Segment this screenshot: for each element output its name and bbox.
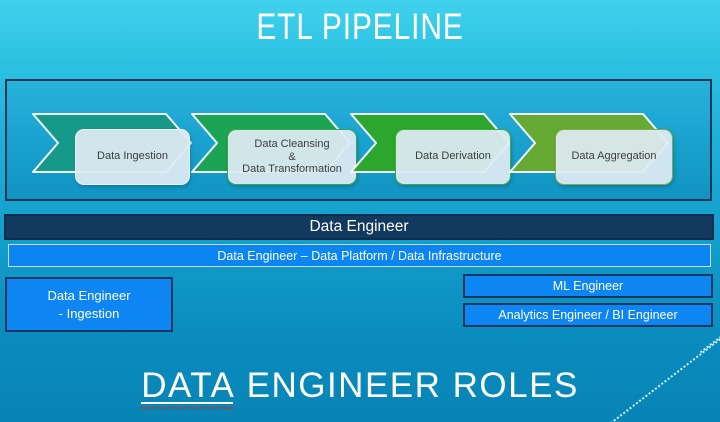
role-bar-ml-engineer[interactable]: ML Engineer [463, 274, 713, 298]
slide-footer-title[interactable]: DATA ENGINEER ROLES [0, 366, 720, 409]
stage-label-aggregation[interactable]: Data Aggregation [555, 129, 673, 185]
stage-label-derivation[interactable]: Data Derivation [395, 129, 511, 185]
role-bar-data-engineer[interactable]: Data Engineer [4, 214, 714, 240]
slide-title[interactable]: ETL PIPELINE [256, 6, 464, 48]
pipeline-stage-ingestion[interactable]: Data Ingestion [32, 113, 204, 193]
spellcheck-underlined-word: DATA [141, 366, 236, 409]
stage-label-ingestion[interactable]: Data Ingestion [75, 129, 190, 185]
role-box-ingestion-engineer[interactable]: Data Engineer - Ingestion [5, 277, 173, 332]
role-bar-analytics-bi-engineer[interactable]: Analytics Engineer / BI Engineer [463, 303, 713, 327]
pipeline-stage-aggregation[interactable]: Data Aggregation [509, 113, 681, 193]
role-bar-platform-infrastructure[interactable]: Data Engineer – Data Platform / Data Inf… [8, 244, 711, 267]
stage-label-cleansing-transformation[interactable]: Data Cleansing & Data Transformation [227, 129, 357, 185]
footer-title-rest: ENGINEER ROLES [246, 366, 579, 405]
pipeline-stage-cleansing-transformation[interactable]: Data Cleansing & Data Transformation [191, 113, 363, 193]
pipeline-panel[interactable]: Data Ingestion Data Cleansing & Data Tra… [5, 79, 712, 201]
pipeline-stage-derivation[interactable]: Data Derivation [350, 113, 522, 193]
